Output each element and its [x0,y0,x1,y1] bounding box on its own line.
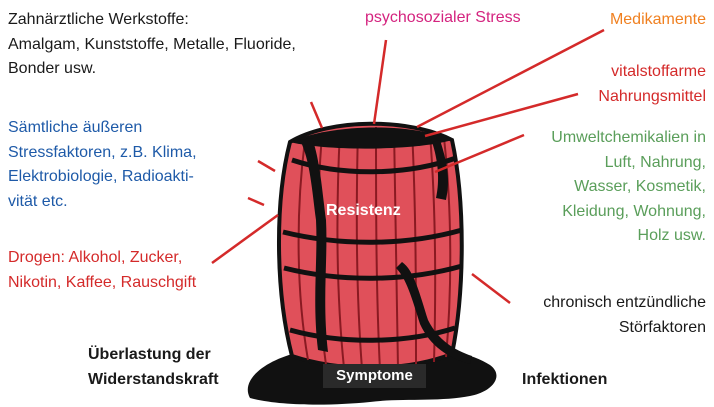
werkstoffe-line-3: Bonder usw. [8,57,296,82]
label-werkstoffe: Zahnärztliche Werkstoffe: Amalgam, Kunst… [8,8,296,82]
label-infektionen: Infektionen [522,368,607,393]
infektionen-text: Infektionen [522,368,607,393]
psychosozial-text: psychosozialer Stress [365,6,521,31]
medikamente-text: Medikamente [610,8,706,33]
label-stressfaktoren: Sämtliche äußeren Stressfaktoren, z.B. K… [8,116,197,214]
vitalstoff-line-1: vitalstoffarme [598,60,706,85]
umwelt-line-1: Umweltchemikalien in [551,126,706,151]
label-ueberlastung: Überlastung der Widerstandskraft [88,343,219,392]
drogen-line-1: Drogen: Alkohol, Zucker, [8,246,196,271]
umwelt-line-2: Luft, Nahrung, [551,151,706,176]
stress-line-2: Stressfaktoren, z.B. Klima, [8,141,197,166]
werkstoffe-line-1: Zahnärztliche Werkstoffe: [8,8,296,33]
umwelt-line-4: Kleidung, Wohnung, [551,200,706,225]
resistenz-label: Resistenz [326,202,401,220]
drogen-line-2: Nikotin, Kaffee, Rauschgift [8,271,196,296]
werkstoffe-line-2: Amalgam, Kunststoffe, Metalle, Fluoride, [8,33,296,58]
stress-line-4: vität etc. [8,190,197,215]
ueberlastung-line-2: Widerstandskraft [88,368,219,393]
symptome-badge: Symptome [323,364,426,388]
ueberlastung-line-1: Überlastung der [88,343,219,368]
umwelt-line-5: Holz usw. [551,224,706,249]
label-medikamente: Medikamente [610,8,706,33]
stress-line-3: Elektrobiologie, Radioakti- [8,165,197,190]
stress-line-1: Sämtliche äußeren [8,116,197,141]
chronisch-line-2: Störfaktoren [543,316,706,341]
label-umweltchemikalien: Umweltchemikalien in Luft, Nahrung, Wass… [551,126,706,249]
label-psychosozial: psychosozialer Stress [365,6,521,31]
chronisch-line-1: chronisch entzündliche [543,291,706,316]
umwelt-line-3: Wasser, Kosmetik, [551,175,706,200]
label-vitalstoffarm: vitalstoffarme Nahrungsmittel [598,60,706,109]
vitalstoff-line-2: Nahrungsmittel [598,85,706,110]
label-chronisch: chronisch entzündliche Störfaktoren [543,291,706,340]
label-drogen: Drogen: Alkohol, Zucker, Nikotin, Kaffee… [8,246,196,295]
symptome-label: Symptome [323,364,426,388]
